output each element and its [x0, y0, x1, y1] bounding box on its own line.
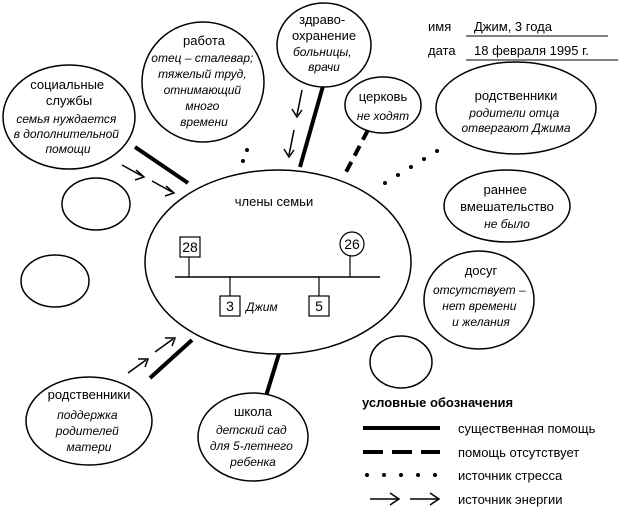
work-node: работа отец – сталевар; тяжелый труд, от… — [141, 21, 265, 143]
relatives-father-node: родственники родители отца отвергают Джи… — [435, 61, 597, 155]
date-value: 18 февраля 1995 г. — [474, 43, 589, 58]
mother-circle — [339, 231, 365, 257]
family-title: члены семьи — [235, 194, 313, 209]
child2-box — [308, 295, 330, 317]
name-value: Джим, 3 года — [474, 19, 553, 34]
leisure-node: досуг отсутствует – нет времени и желани… — [423, 250, 535, 350]
church-title: церковь — [359, 89, 408, 104]
relatives-father-stress-dots — [383, 149, 439, 185]
relatives-mother-node: родственники поддержка родителей матери — [25, 376, 153, 466]
social-services-note: семья нуждается в дополнительной помощи — [14, 112, 123, 156]
health-energy-arrows — [283, 89, 303, 159]
early-intervention-title: раннее вмешательство — [460, 182, 554, 214]
work-note: отец – сталевар; тяжелый труд, отнимающи… — [151, 51, 256, 129]
legend-energy-swatch — [370, 492, 441, 506]
social-services-node: социальные службы семья нуждается в допо… — [2, 64, 136, 170]
child1-box — [219, 295, 241, 317]
mother-age: 26 — [344, 236, 360, 252]
health-strong-line — [298, 85, 325, 168]
church-absent-line — [343, 129, 370, 175]
legend: условные обозначения существенная помощь… — [362, 395, 596, 507]
school-title: школа — [234, 404, 273, 419]
social-strong-line — [133, 145, 190, 185]
header-info: имя Джим, 3 года дата 18 февраля 1995 г. — [428, 19, 618, 61]
leisure-note: отсутствует – нет времени и желания — [433, 283, 529, 329]
social-energy-arrows — [121, 164, 176, 197]
church-node: церковь не ходят — [344, 76, 422, 134]
health-node: здраво- охранение больницы, врачи — [276, 2, 372, 88]
relatives-mother-energy-arrows — [127, 337, 177, 374]
family-circle: члены семьи 28 26 3 Джим 5 — [144, 169, 412, 355]
relatives-mother-note: поддержка родителей матери — [55, 408, 122, 454]
legend-stress-label: источник стресса — [458, 468, 563, 483]
date-label: дата — [428, 43, 456, 58]
family-ellipse — [144, 169, 412, 355]
legend-stress-swatch — [365, 473, 437, 477]
early-intervention-note: не было — [484, 217, 530, 231]
child2-age: 5 — [315, 298, 323, 314]
relatives-father-title: родственники — [475, 88, 558, 103]
work-title: работа — [183, 33, 226, 48]
legend-title: условные обозначения — [362, 395, 513, 410]
legend-absent-label: помощь отсутствует — [458, 445, 579, 460]
relatives-father-note: родители отца отвергают Джима — [461, 106, 570, 135]
school-node: школа детский сад для 5-летнего ребенка — [197, 392, 309, 482]
empty-circle-2 — [20, 254, 90, 308]
work-stress-dots — [241, 148, 249, 163]
early-intervention-node: раннее вмешательство не было — [443, 169, 571, 243]
social-services-title: социальные службы — [30, 77, 108, 108]
child1-name: Джим — [244, 300, 278, 314]
child1-age: 3 — [226, 298, 234, 314]
name-label: имя — [428, 19, 451, 34]
school-note: детский сад для 5-летнего ребенка — [210, 423, 296, 469]
father-box — [179, 236, 201, 258]
father-age: 28 — [182, 239, 198, 255]
empty-circle-3 — [369, 335, 433, 389]
relatives-mother-title: родственники — [48, 387, 131, 402]
legend-strong-label: существенная помощь — [458, 421, 596, 436]
legend-energy-label: источник энергии — [458, 492, 563, 507]
relatives-mother-strong-line — [148, 338, 194, 380]
health-title: здраво- охранение — [292, 12, 356, 43]
church-note: не ходят — [357, 109, 409, 123]
leisure-title: досуг — [465, 263, 498, 278]
empty-circle-1 — [61, 177, 131, 231]
health-note: больницы, врачи — [293, 45, 355, 74]
connections — [121, 85, 439, 397]
